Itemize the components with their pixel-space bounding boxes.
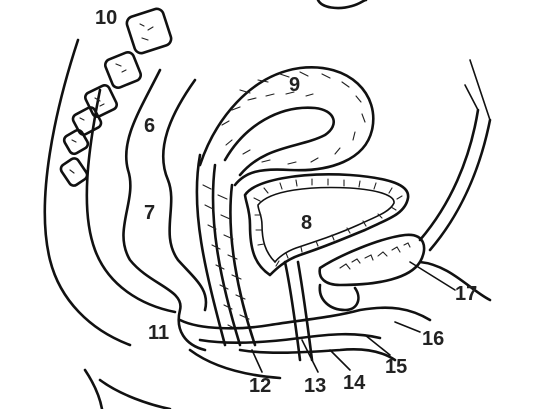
label-12: 12 (249, 375, 271, 397)
label-11: 11 (148, 322, 169, 344)
vertebra (125, 7, 173, 55)
rectum (123, 70, 206, 350)
label-7: 7 (144, 202, 155, 224)
label-8: 8 (301, 212, 312, 234)
vertebra (84, 84, 119, 119)
pubic-symphysis (320, 60, 490, 300)
label-9: 9 (289, 74, 300, 96)
vaginal-wall (197, 155, 255, 345)
label-17: 17 (455, 283, 477, 305)
urinary-bladder (245, 174, 408, 360)
label-16: 16 (422, 328, 444, 350)
vertebra (59, 156, 89, 187)
label-6: 6 (144, 115, 155, 137)
uterus (200, 67, 373, 185)
label-15: 15 (385, 356, 407, 378)
sacrum-spine (45, 7, 175, 345)
label-13: 13 (304, 375, 326, 397)
top-organ-outline (318, 0, 366, 8)
label-14: 14 (343, 372, 366, 394)
vertebra (103, 50, 142, 89)
label-10: 10 (95, 7, 117, 29)
